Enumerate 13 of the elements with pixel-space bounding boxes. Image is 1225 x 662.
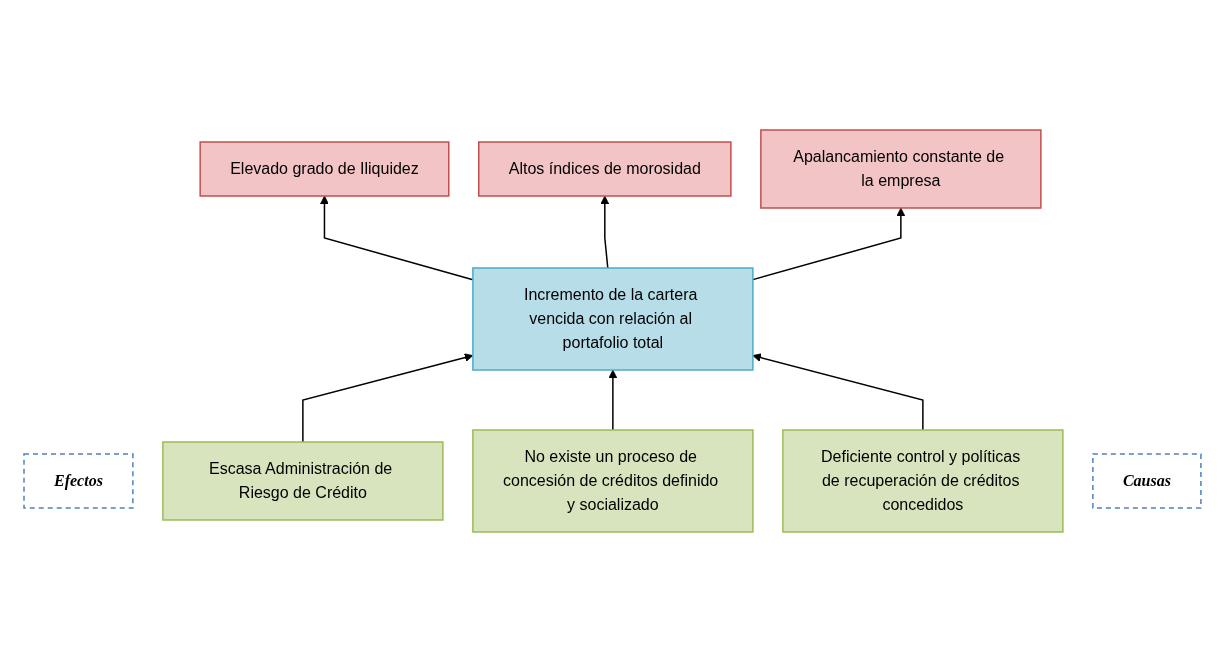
node-box: Efectos (23, 453, 134, 509)
node-box: Altos índices de morosidad (478, 141, 732, 197)
node-box: No existe un proceso de concesión de créditos definido y socializado (472, 429, 754, 533)
node-box: Escasa Administración de Riesgo de Crédito (162, 441, 444, 521)
node-box: Causas (1092, 453, 1202, 509)
arrow (608, 369, 618, 431)
node-box: Incremento de la cartera vencida con relación al portafolio total (472, 267, 754, 371)
node-box: Deficiente control y políticas de recuperación de créditos concedidos (782, 429, 1064, 533)
node-box: Apalancamiento constante de la empresa (760, 129, 1042, 209)
arrow (600, 195, 610, 269)
arrow (752, 207, 906, 281)
node-box: Elevado grado de Iliquidez (199, 141, 450, 197)
arrow (752, 353, 924, 431)
